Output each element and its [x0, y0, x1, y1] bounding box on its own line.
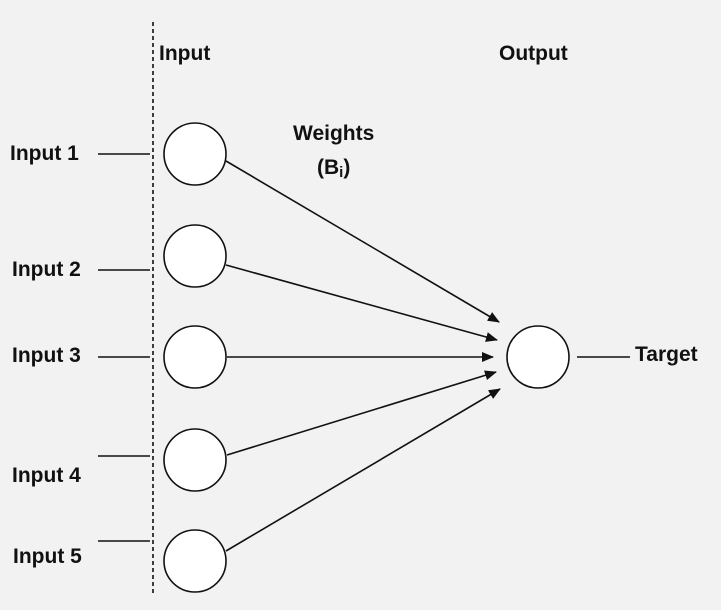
weights-symbol-subscript: i: [339, 164, 343, 181]
output-layer-header: Output: [499, 42, 568, 65]
weights-symbol: (Bi): [317, 156, 350, 181]
input-label-3: Input 3: [12, 344, 81, 367]
input-node-4: [163, 428, 227, 492]
input-label-5: Input 5: [13, 545, 82, 568]
weight-arrow-4: [226, 370, 497, 456]
weight-arrow-2: [225, 264, 498, 342]
input-label-4: Input 4: [12, 464, 81, 487]
input-node-5: [163, 529, 227, 593]
weight-arrow-5: [225, 388, 501, 552]
input-node-2: [163, 224, 227, 288]
input-label-1: Input 1: [10, 142, 79, 165]
input-layer-header: Input: [159, 42, 210, 65]
weights-symbol-base: (B: [317, 156, 339, 179]
weight-arrow-1: [225, 160, 500, 323]
weights-label: Weights: [293, 122, 374, 145]
input-label-2: Input 2: [12, 258, 81, 281]
input-node-3: [163, 325, 227, 389]
input-node-1: [163, 122, 227, 186]
output-node: [506, 325, 570, 389]
weights-symbol-close: ): [343, 156, 350, 179]
target-label: Target: [635, 343, 698, 366]
